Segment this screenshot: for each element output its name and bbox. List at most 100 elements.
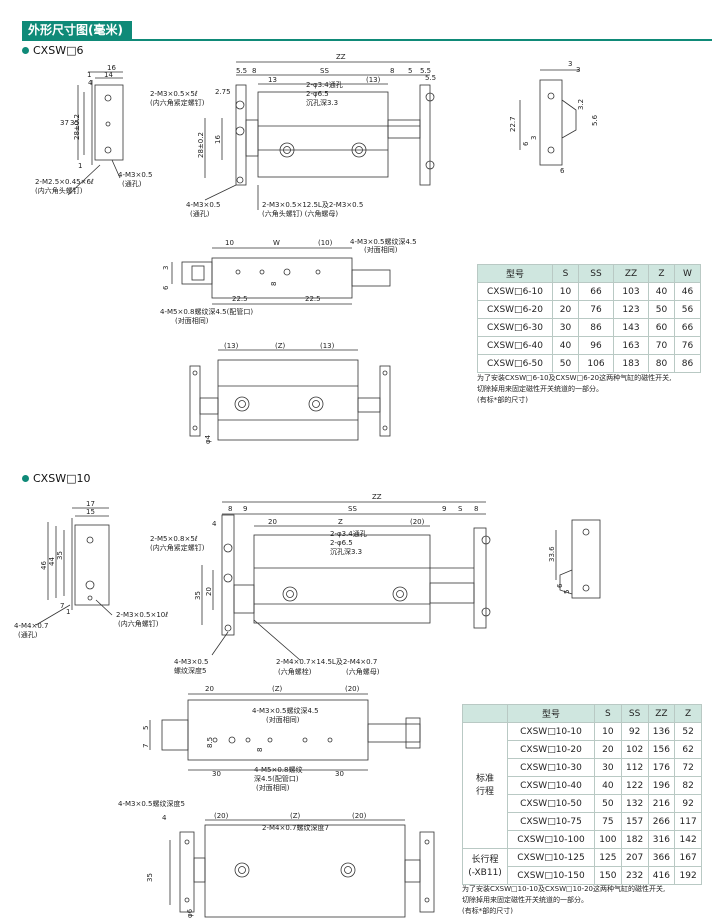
col-header: SS (620, 704, 649, 723)
callout-label: (内六角头螺钉) (35, 186, 83, 195)
callout-label: 沉孔深3.3 (330, 547, 362, 556)
table-cell: 112 (620, 758, 649, 777)
table-cell: 266 (647, 812, 676, 831)
callout-label: 2-M3×0.5×5ℓ (150, 90, 198, 98)
table-cell: 72 (674, 758, 702, 777)
dim-label: 30 (212, 770, 221, 778)
section-title-cxsw6: CXSW□6 (22, 44, 83, 57)
callout-label: 螺纹深度5 (174, 666, 206, 675)
callout-label: 沉孔深3.3 (306, 98, 338, 107)
dim-label: 8.5 (206, 737, 214, 748)
table-cell: 192 (674, 866, 702, 885)
dim-label: SS (320, 67, 329, 75)
table-cell: CXSW□10-75 (507, 812, 595, 831)
table-cell: 30 (594, 758, 622, 777)
dim-label: 17 (86, 500, 95, 508)
table-cell: 216 (647, 794, 676, 813)
dim-label: 5.5 (425, 74, 436, 82)
table-cell: 416 (647, 866, 676, 885)
dim-label: 5.6 (591, 114, 599, 126)
dim-label: 22.5 (305, 295, 321, 303)
callout-label: 2-M4×0.7×14.5L及2-M4×0.7 (276, 658, 377, 666)
table-cell: 10 (594, 722, 622, 741)
table-cell: 56 (674, 300, 701, 319)
callout-label: 4-M3×0.5螺纹深4.5 (252, 706, 319, 715)
dim-label: 5.5 (420, 67, 431, 75)
callout-label: (通孔) (190, 209, 210, 218)
table-cell: 150 (594, 866, 622, 885)
table-cell: 40 (552, 336, 579, 355)
table-cell: 50 (552, 354, 579, 373)
dim-label: φ6 (186, 908, 194, 918)
dim-label: 5 (142, 726, 150, 730)
group-label-standard: 标准行程 (462, 722, 508, 849)
dim-label: 46 (40, 561, 48, 570)
table-cell: 167 (674, 848, 702, 867)
callout-label: 4-M5×0.8螺纹 (254, 765, 302, 774)
dim-label: φ4 (204, 434, 212, 444)
table-cell: 366 (647, 848, 676, 867)
table-cell: 183 (612, 354, 650, 373)
callout-label: 2-φ6.5 (330, 539, 353, 547)
callout-label: 4-M4×0.7 (14, 622, 48, 630)
dim-label: (Z) (272, 685, 283, 693)
dim-label: 37 (60, 119, 69, 127)
table-cell: 136 (647, 722, 676, 741)
callout-label: 2-φ3.4通孔 (330, 529, 367, 538)
table-cell: 92 (620, 722, 649, 741)
callout-label: 4-M5×0.8螺纹深4.5(配管口) (160, 307, 253, 316)
dim-label: 10 (225, 239, 234, 247)
dim-label: 5 (408, 67, 412, 75)
table-cell: 117 (674, 812, 702, 831)
table-cell: 82 (674, 776, 702, 795)
table-cell: 46 (674, 282, 701, 301)
dim-label: 3 (576, 66, 580, 74)
table-cell: 102 (620, 740, 649, 759)
dim-label: 44 (48, 557, 56, 566)
dim-label: 4 (88, 79, 93, 87)
section-title-cxsw10: CXSW□10 (22, 472, 90, 485)
table-cell: 125 (594, 848, 622, 867)
table-cell: CXSW□10-125 (507, 848, 595, 867)
callout-label: (对面相同) (364, 245, 398, 254)
callout-label: (内六角螺钉) (118, 619, 159, 628)
dim-label: ZZ (372, 493, 382, 501)
table-cell: 196 (647, 776, 676, 795)
dim-label: 5 (563, 590, 571, 594)
table-cell: 106 (577, 354, 615, 373)
table-cell: 30 (552, 318, 579, 337)
dim-label: 22.7 (509, 116, 517, 132)
callout-label: 2-φ3.4通孔 (306, 80, 343, 89)
table-cell: 122 (620, 776, 649, 795)
col-header: 型号 (507, 704, 595, 723)
dim-label: 20 (268, 518, 277, 526)
dim-label: 5.5 (236, 67, 247, 75)
dim-label: (13) (224, 342, 239, 350)
dim-label: 15 (86, 508, 95, 516)
table-cell: 143 (612, 318, 650, 337)
dim-label: 9 (243, 505, 247, 513)
callout-label: 2-M3×0.5×10ℓ (116, 611, 168, 619)
table-header-row: 型号 S SS ZZ Z (462, 704, 702, 723)
dim-label: 28±0.2 (197, 132, 205, 158)
title-underline (22, 39, 712, 41)
table-cell: 100 (594, 830, 622, 849)
table-cell: 52 (674, 722, 702, 741)
dim-label: 3 (568, 60, 572, 68)
table-cell: CXSW□10-40 (507, 776, 595, 795)
cxsw6-drawings: 16 14 1 4 37 35 28±0.2 1 2-M2.5×0.45×6ℓ … (35, 53, 599, 444)
col-header: S (594, 704, 622, 723)
dim-label: 6 (162, 285, 170, 290)
table-cell: CXSW□6-50 (477, 354, 553, 373)
callout-label: (内六角紧定螺钉) (150, 98, 205, 107)
dim-label: 1 (87, 71, 91, 79)
dim-label: 4 (162, 814, 167, 822)
